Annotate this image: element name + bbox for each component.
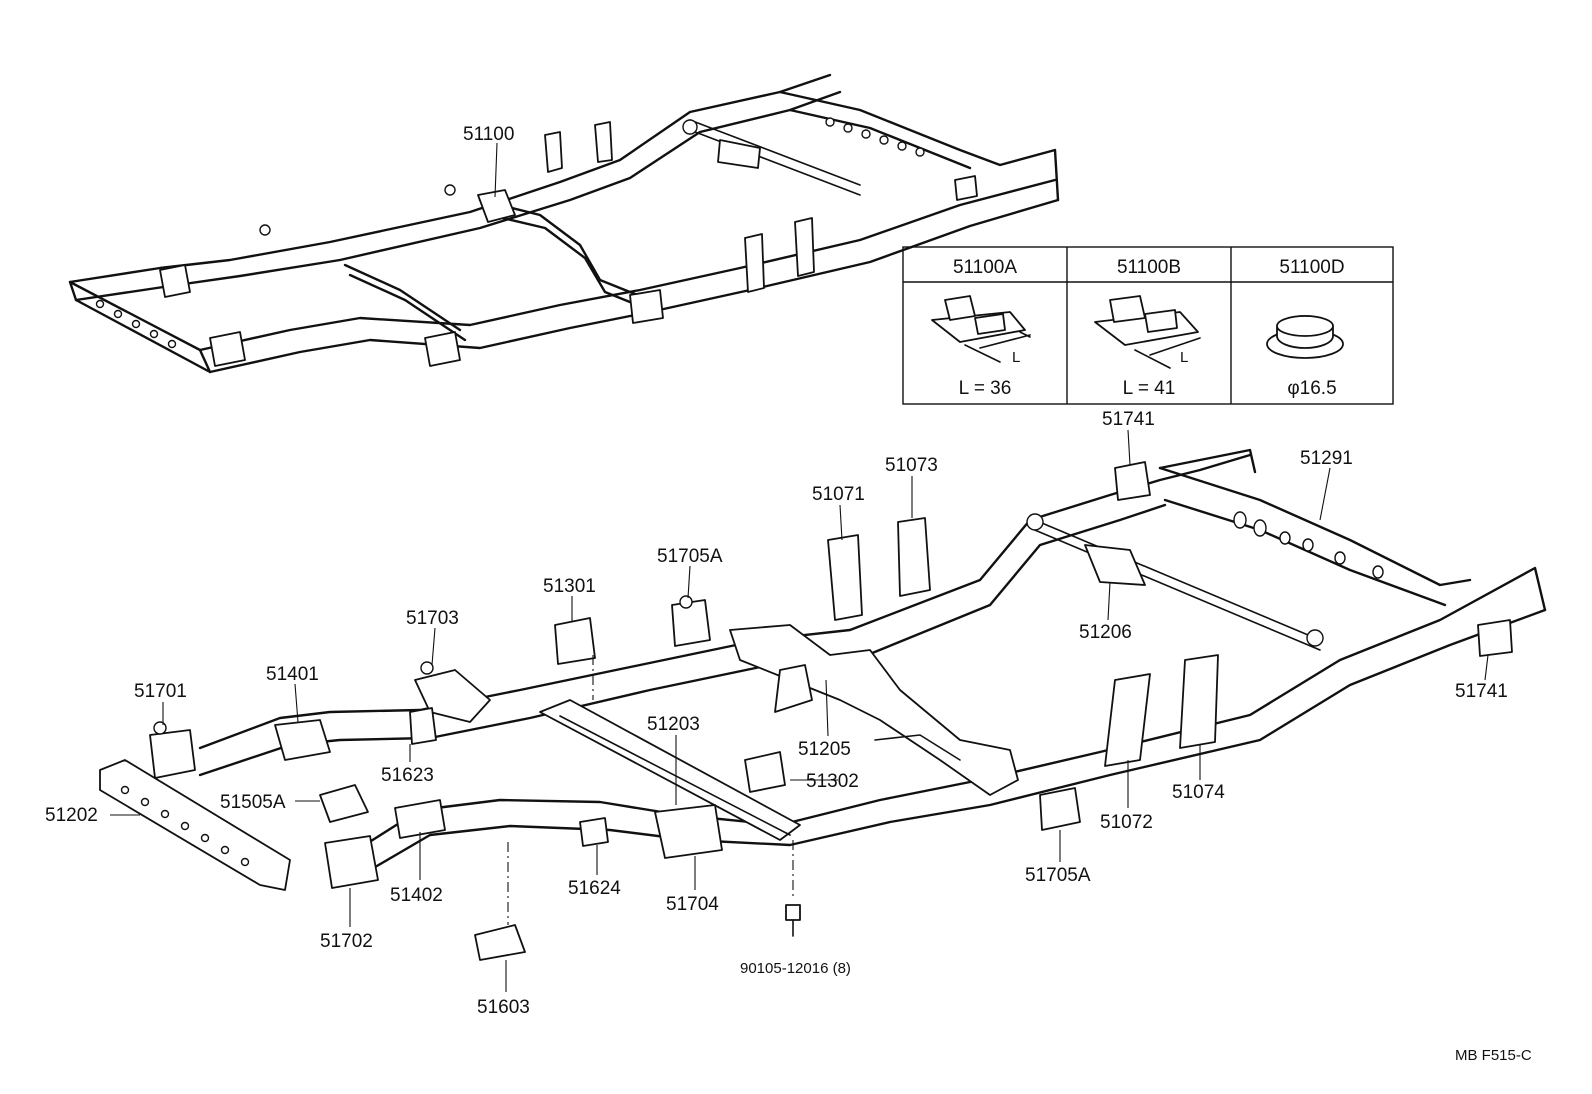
part-90105-bolt xyxy=(785,904,801,937)
label-51301: 51301 xyxy=(543,576,596,597)
label-51100: 51100 xyxy=(463,124,514,145)
label-51624: 51624 xyxy=(568,878,621,899)
pad-51100B-drawing xyxy=(1094,295,1201,369)
label-51741-top: 51741 xyxy=(1102,409,1155,430)
part-51603 xyxy=(474,924,526,961)
label-51603: 51603 xyxy=(477,997,530,1018)
part-51705A-top xyxy=(671,599,711,647)
inset-table: 51100A 51100B 51100D L L = 36 L L = 41 xyxy=(902,246,1394,405)
label-51402: 51402 xyxy=(390,885,443,906)
part-51302 xyxy=(744,751,786,793)
label-51702: 51702 xyxy=(320,931,373,952)
part-51505A xyxy=(319,784,369,823)
label-51401: 51401 xyxy=(266,664,319,685)
part-51702 xyxy=(324,835,379,889)
label-51705A-bottom: 51705A xyxy=(1025,865,1091,886)
label-90105-12016: 90105-12016 (8) xyxy=(740,960,851,977)
frame-assembly-top xyxy=(68,73,1060,374)
front-member-holes xyxy=(120,785,250,867)
label-51705A-top: 51705A xyxy=(657,546,723,567)
label-51205: 51205 xyxy=(798,739,851,760)
label-51074: 51074 xyxy=(1172,782,1225,803)
label-51202: 51202 xyxy=(45,805,98,826)
label-51741-right: 51741 xyxy=(1455,681,1508,702)
pad-51100A-drawing xyxy=(931,295,1031,363)
label-51072: 51072 xyxy=(1100,812,1153,833)
plug-51100D-drawing xyxy=(1266,315,1344,359)
label-51073: 51073 xyxy=(885,455,938,476)
part-51074 xyxy=(1179,654,1219,749)
rear-crossmember-holes-bottom xyxy=(1233,511,1384,579)
label-51291: 51291 xyxy=(1300,448,1353,469)
diagram-code: MB F515-C xyxy=(1455,1047,1532,1064)
label-51704: 51704 xyxy=(666,894,719,915)
part-51741-top xyxy=(1114,461,1151,501)
part-51705A-bottom xyxy=(1039,787,1081,831)
part-51703 xyxy=(414,669,491,723)
part-51623 xyxy=(409,707,437,745)
value-51100D: φ16.5 xyxy=(1287,378,1336,399)
label-51701: 51701 xyxy=(134,681,187,702)
label-51206: 51206 xyxy=(1079,622,1132,643)
table-header-51100D: 51100D xyxy=(1279,257,1344,278)
front-crossmember-holes xyxy=(95,299,177,349)
part-51624 xyxy=(579,817,609,847)
value-51100A: L = 36 xyxy=(959,378,1012,399)
part-labels: 51100 51741 51291 51073 51071 51705A 513… xyxy=(45,124,1508,1018)
part-51071 xyxy=(827,534,863,621)
label-51505A: 51505A xyxy=(220,792,286,813)
rear-crossmember-holes xyxy=(825,117,925,157)
label-51203: 51203 xyxy=(647,714,700,735)
dim-L-B: L xyxy=(1180,349,1188,366)
frame-assembly-exploded xyxy=(99,448,1547,961)
part-51301 xyxy=(554,617,596,665)
part-51402 xyxy=(394,799,446,839)
table-header-51100A: 51100A xyxy=(953,257,1017,278)
value-51100B: L = 41 xyxy=(1123,378,1176,399)
dim-L-A: L xyxy=(1012,349,1020,366)
label-51623: 51623 xyxy=(381,765,434,786)
label-51302: 51302 xyxy=(806,771,859,792)
leader-lines xyxy=(110,142,1489,992)
part-51073 xyxy=(897,517,931,597)
part-51401 xyxy=(274,719,331,761)
table-header-51100B: 51100B xyxy=(1117,257,1181,278)
part-51741-right xyxy=(1477,619,1513,657)
part-51704 xyxy=(654,804,723,859)
part-51072 xyxy=(1104,673,1151,767)
part-51701 xyxy=(149,729,196,779)
label-51071: 51071 xyxy=(812,484,865,505)
label-51703: 51703 xyxy=(406,608,459,629)
